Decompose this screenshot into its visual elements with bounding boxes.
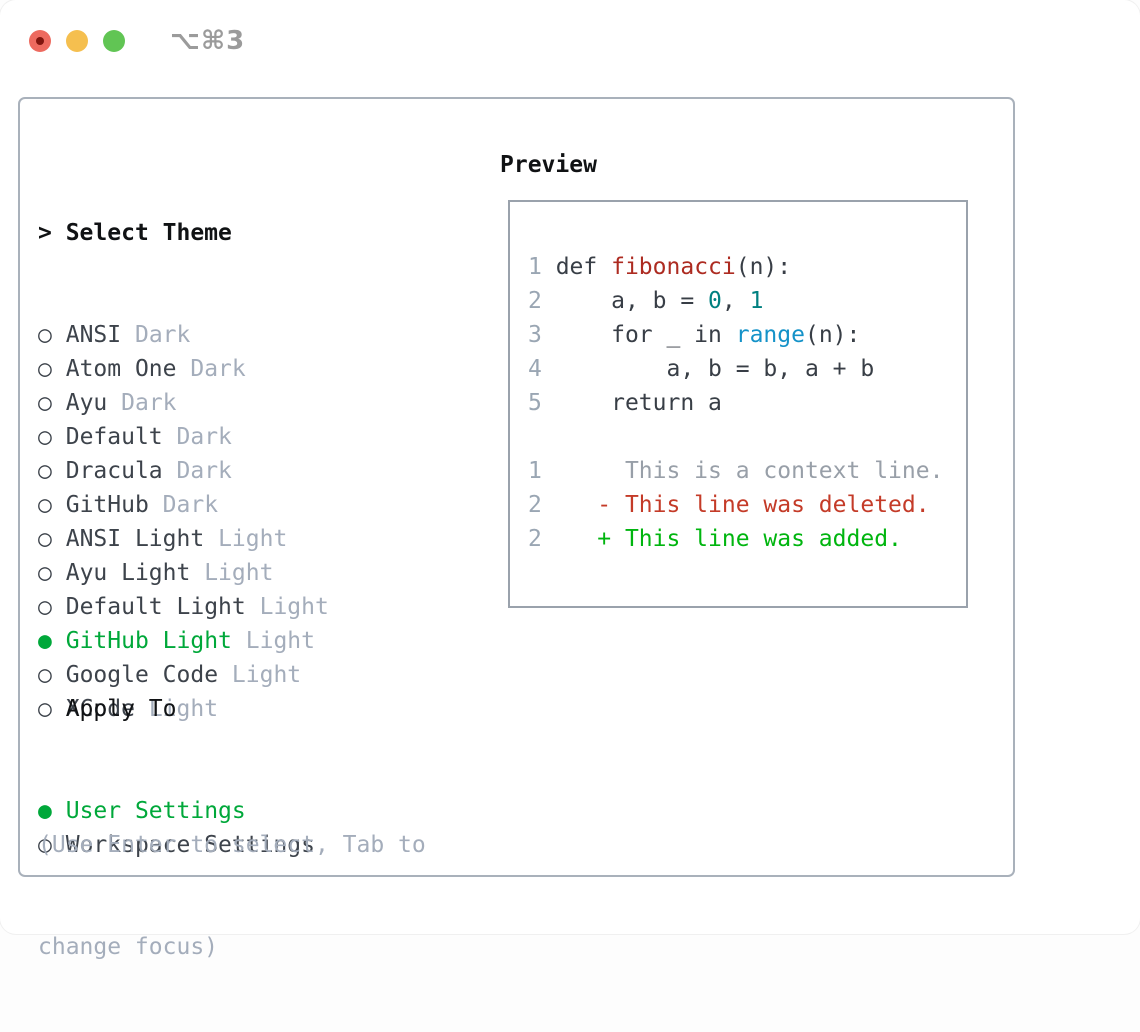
line-number: 2 xyxy=(528,288,542,314)
select-theme-header: > Select Theme xyxy=(38,216,329,250)
code-line: 2 - This line was deleted. xyxy=(528,488,966,522)
hint-line-1: (Use Enter to select, Tab to xyxy=(38,828,426,862)
code-line: 2 + This line was added. xyxy=(528,522,966,556)
theme-option-default[interactable]: ○ Default Dark xyxy=(38,420,329,454)
code-token-lit: 0 xyxy=(708,288,722,314)
theme-option-label: Ayu xyxy=(66,390,108,416)
code-line: 1 This is a context line. xyxy=(528,454,966,488)
radio-unselected-icon: ○ xyxy=(38,526,52,552)
code-token-code: a, b = b, a + b xyxy=(542,356,874,382)
line-number: 1 xyxy=(528,458,542,484)
theme-option-ayu-light[interactable]: ○ Ayu Light Light xyxy=(38,556,329,590)
theme-option-ansi-light[interactable]: ○ ANSI Light Light xyxy=(38,522,329,556)
code-token-code: def xyxy=(542,254,611,280)
radio-unselected-icon: ○ xyxy=(38,492,52,518)
prompt-icon: > xyxy=(38,220,66,246)
minimize-button-icon[interactable] xyxy=(66,30,88,52)
radio-unselected-icon: ○ xyxy=(38,458,52,484)
theme-option-default-light[interactable]: ○ Default Light Light xyxy=(38,590,329,624)
theme-option-atom-one[interactable]: ○ Atom One Dark xyxy=(38,352,329,386)
theme-variant-label: Light xyxy=(218,526,287,552)
line-number: 3 xyxy=(528,322,542,348)
theme-variant-label: Dark xyxy=(135,322,190,348)
line-number: 2 xyxy=(528,492,542,518)
theme-variant-label: Light xyxy=(204,560,273,586)
keyboard-hint: (Use Enter to select, Tab to change focu… xyxy=(38,760,426,1032)
hint-line-2: change focus) xyxy=(38,930,426,964)
theme-option-github[interactable]: ○ GitHub Dark xyxy=(38,488,329,522)
line-number: 2 xyxy=(528,526,542,552)
theme-option-label: GitHub xyxy=(66,492,149,518)
code-token-builtin: range xyxy=(736,322,805,348)
apply-to-header: Apply To xyxy=(38,692,315,726)
radio-unselected-icon: ○ xyxy=(38,322,52,348)
theme-variant-label: Dark xyxy=(177,458,232,484)
radio-unselected-icon: ○ xyxy=(38,390,52,416)
theme-variant-label: Dark xyxy=(121,390,176,416)
theme-picker-panel: > Select Theme ○ ANSI Dark○ Atom One Dar… xyxy=(18,97,1015,877)
preview-header: Preview xyxy=(500,148,597,182)
code-line: 2 a, b = 0, 1 xyxy=(528,284,966,318)
code-line: 4 a, b = b, a + b xyxy=(528,352,966,386)
line-number: 5 xyxy=(528,390,542,416)
code-line: 5 return a xyxy=(528,386,966,420)
line-number: 4 xyxy=(528,356,542,382)
theme-option-label: ANSI Light xyxy=(66,526,204,552)
code-token-code xyxy=(542,526,597,552)
code-line: 1 def fibonacci(n): xyxy=(528,250,966,284)
code-token-code: , xyxy=(722,288,750,314)
theme-option-label: Dracula xyxy=(66,458,163,484)
theme-variant-label: Dark xyxy=(163,492,218,518)
code-token-code: return a xyxy=(542,390,722,416)
radio-unselected-icon: ○ xyxy=(38,594,52,620)
close-button-icon[interactable] xyxy=(29,30,51,52)
theme-option-ansi[interactable]: ○ ANSI Dark xyxy=(38,318,329,352)
app-window: ⌥⌘3 > Select Theme ○ ANSI Dark○ Atom One… xyxy=(0,0,1140,934)
code-token-fn: fibonacci xyxy=(611,254,736,280)
code-token-lit: 1 xyxy=(750,288,764,314)
code-token-code: a, b = xyxy=(542,288,708,314)
code-token-del: - This line was deleted. xyxy=(597,492,929,518)
theme-option-dracula[interactable]: ○ Dracula Dark xyxy=(38,454,329,488)
radio-unselected-icon: ○ xyxy=(38,560,52,586)
line-number: 1 xyxy=(528,254,542,280)
theme-variant-label: Dark xyxy=(190,356,245,382)
titlebar: ⌥⌘3 xyxy=(29,26,245,56)
theme-option-label: Atom One xyxy=(66,356,177,382)
theme-option-label: Default xyxy=(66,424,163,450)
code-token-code xyxy=(542,492,597,518)
radio-unselected-icon: ○ xyxy=(38,424,52,450)
window-shortcut-label: ⌥⌘3 xyxy=(170,26,245,56)
theme-option-ayu[interactable]: ○ Ayu Dark xyxy=(38,386,329,420)
theme-option-label: ANSI xyxy=(66,322,121,348)
code-token-code: (n): xyxy=(805,322,860,348)
theme-variant-label: Light xyxy=(260,594,329,620)
code-line xyxy=(528,420,966,454)
code-token-code: (n): xyxy=(736,254,791,280)
theme-option-label: Default Light xyxy=(66,594,246,620)
zoom-button-icon[interactable] xyxy=(103,30,125,52)
code-token-code: for _ in xyxy=(542,322,736,348)
code-line: 3 for _ in range(n): xyxy=(528,318,966,352)
select-theme-title: Select Theme xyxy=(66,220,232,246)
code-token-ctx: This is a context line. xyxy=(542,458,944,484)
code-token-add: + This line was added. xyxy=(597,526,902,552)
radio-unselected-icon: ○ xyxy=(38,356,52,382)
theme-variant-label: Dark xyxy=(177,424,232,450)
theme-option-label: Ayu Light xyxy=(66,560,191,586)
